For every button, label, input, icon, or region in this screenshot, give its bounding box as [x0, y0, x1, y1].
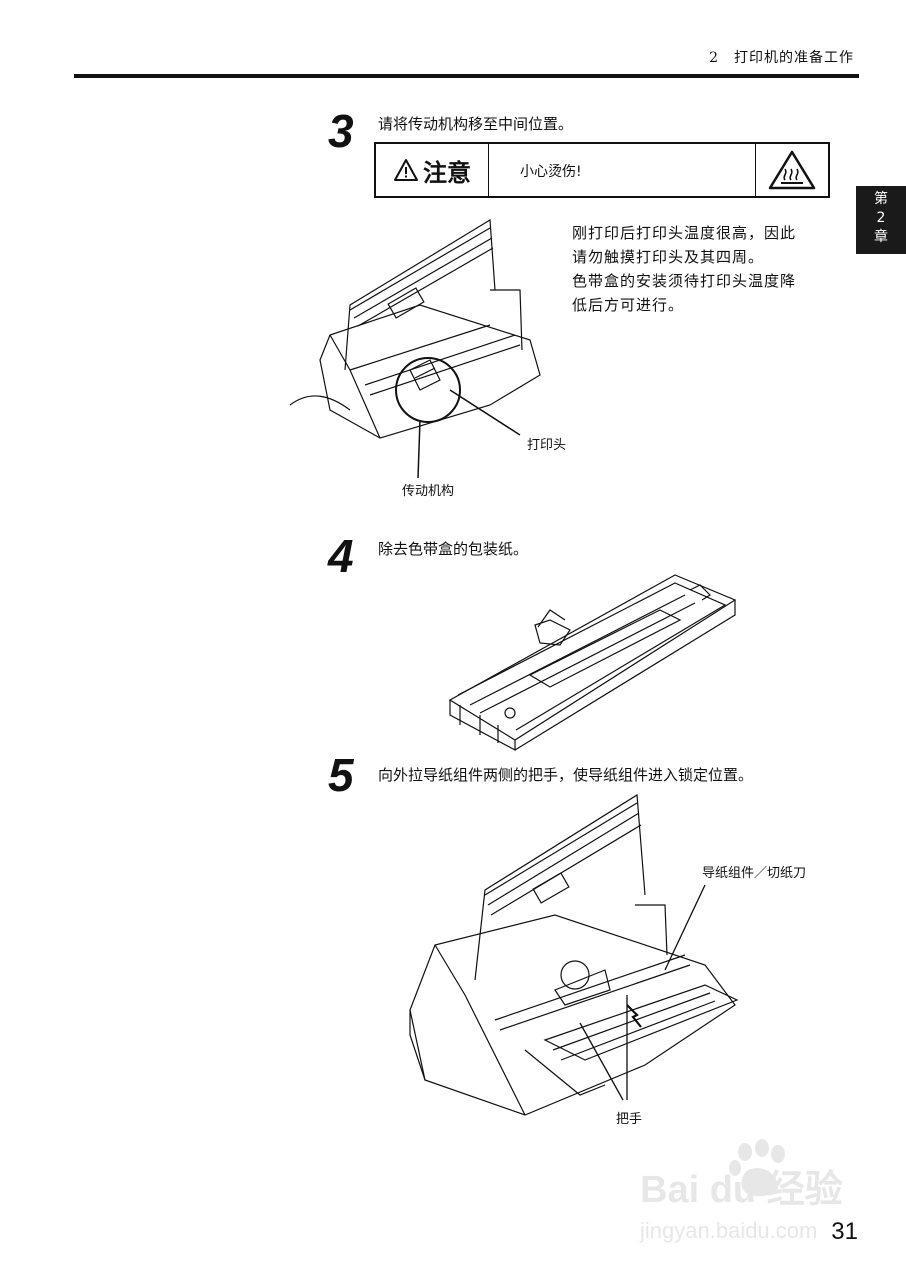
step-instruction: 请将传动机构移至中间位置。 — [378, 115, 574, 133]
paragraph-line: 请勿触摸打印头及其四周。 — [572, 248, 765, 266]
printer-carriage-illustration — [289, 218, 541, 479]
svg-text:jingyan.baidu.com: jingyan.baidu.com — [639, 1218, 817, 1243]
step-number: 4 — [328, 530, 354, 582]
ribbon-cartridge-illustration — [448, 574, 737, 752]
chapter-tab-char: 第 — [874, 191, 888, 207]
hot-surface-warning-icon — [768, 150, 816, 190]
caution-label-cell: 注意 — [376, 144, 489, 196]
paragraph-line: 低后方可进行。 — [572, 296, 685, 314]
step-number: 3 — [328, 105, 354, 157]
svg-text:Bai du 经验: Bai du 经验 — [640, 1169, 843, 1211]
caution-paragraph: 刚打印后打印头温度很高，因此 请勿触摸打印头及其四周。 色带盒的安装须待打印头温… — [572, 221, 796, 317]
callout-carriage: 传动机构 — [402, 484, 455, 499]
page-number: 31 — [831, 1218, 858, 1245]
header-rule — [74, 74, 859, 78]
chapter-tab-number: 2 — [876, 210, 886, 226]
step-number: 5 — [328, 749, 354, 801]
paragraph-line: 色带盒的安装须待打印头温度降 — [572, 272, 797, 290]
caution-label: 注意 — [423, 158, 471, 187]
printer-paper-guide-illustration — [409, 793, 739, 1116]
callout-print-head: 打印头 — [527, 438, 567, 453]
caution-message: 小心烫伤! — [520, 164, 582, 180]
paragraph-line: 刚打印后打印头温度很高，因此 — [572, 224, 797, 242]
callout-handles: 把手 — [616, 1112, 643, 1127]
warning-triangle-icon — [394, 159, 418, 181]
callout-paper-guide: 导纸组件／切纸刀 — [702, 866, 807, 881]
chapter-title: 2 打印机的准备工作 — [709, 50, 854, 66]
chapter-tab-char: 章 — [874, 229, 888, 245]
baidu-watermark-logo: Bai du 经验 jingyan.baidu.com — [639, 1139, 843, 1243]
caution-icon-cell — [755, 144, 828, 196]
step-instruction: 除去色带盒的包装纸。 — [378, 540, 529, 558]
step-instruction: 向外拉导纸组件两侧的把手，使导纸组件进入锁定位置。 — [378, 766, 754, 784]
chapter-tab: 第 2 章 — [856, 186, 906, 254]
caution-box: 注意 小心烫伤! — [374, 142, 830, 198]
